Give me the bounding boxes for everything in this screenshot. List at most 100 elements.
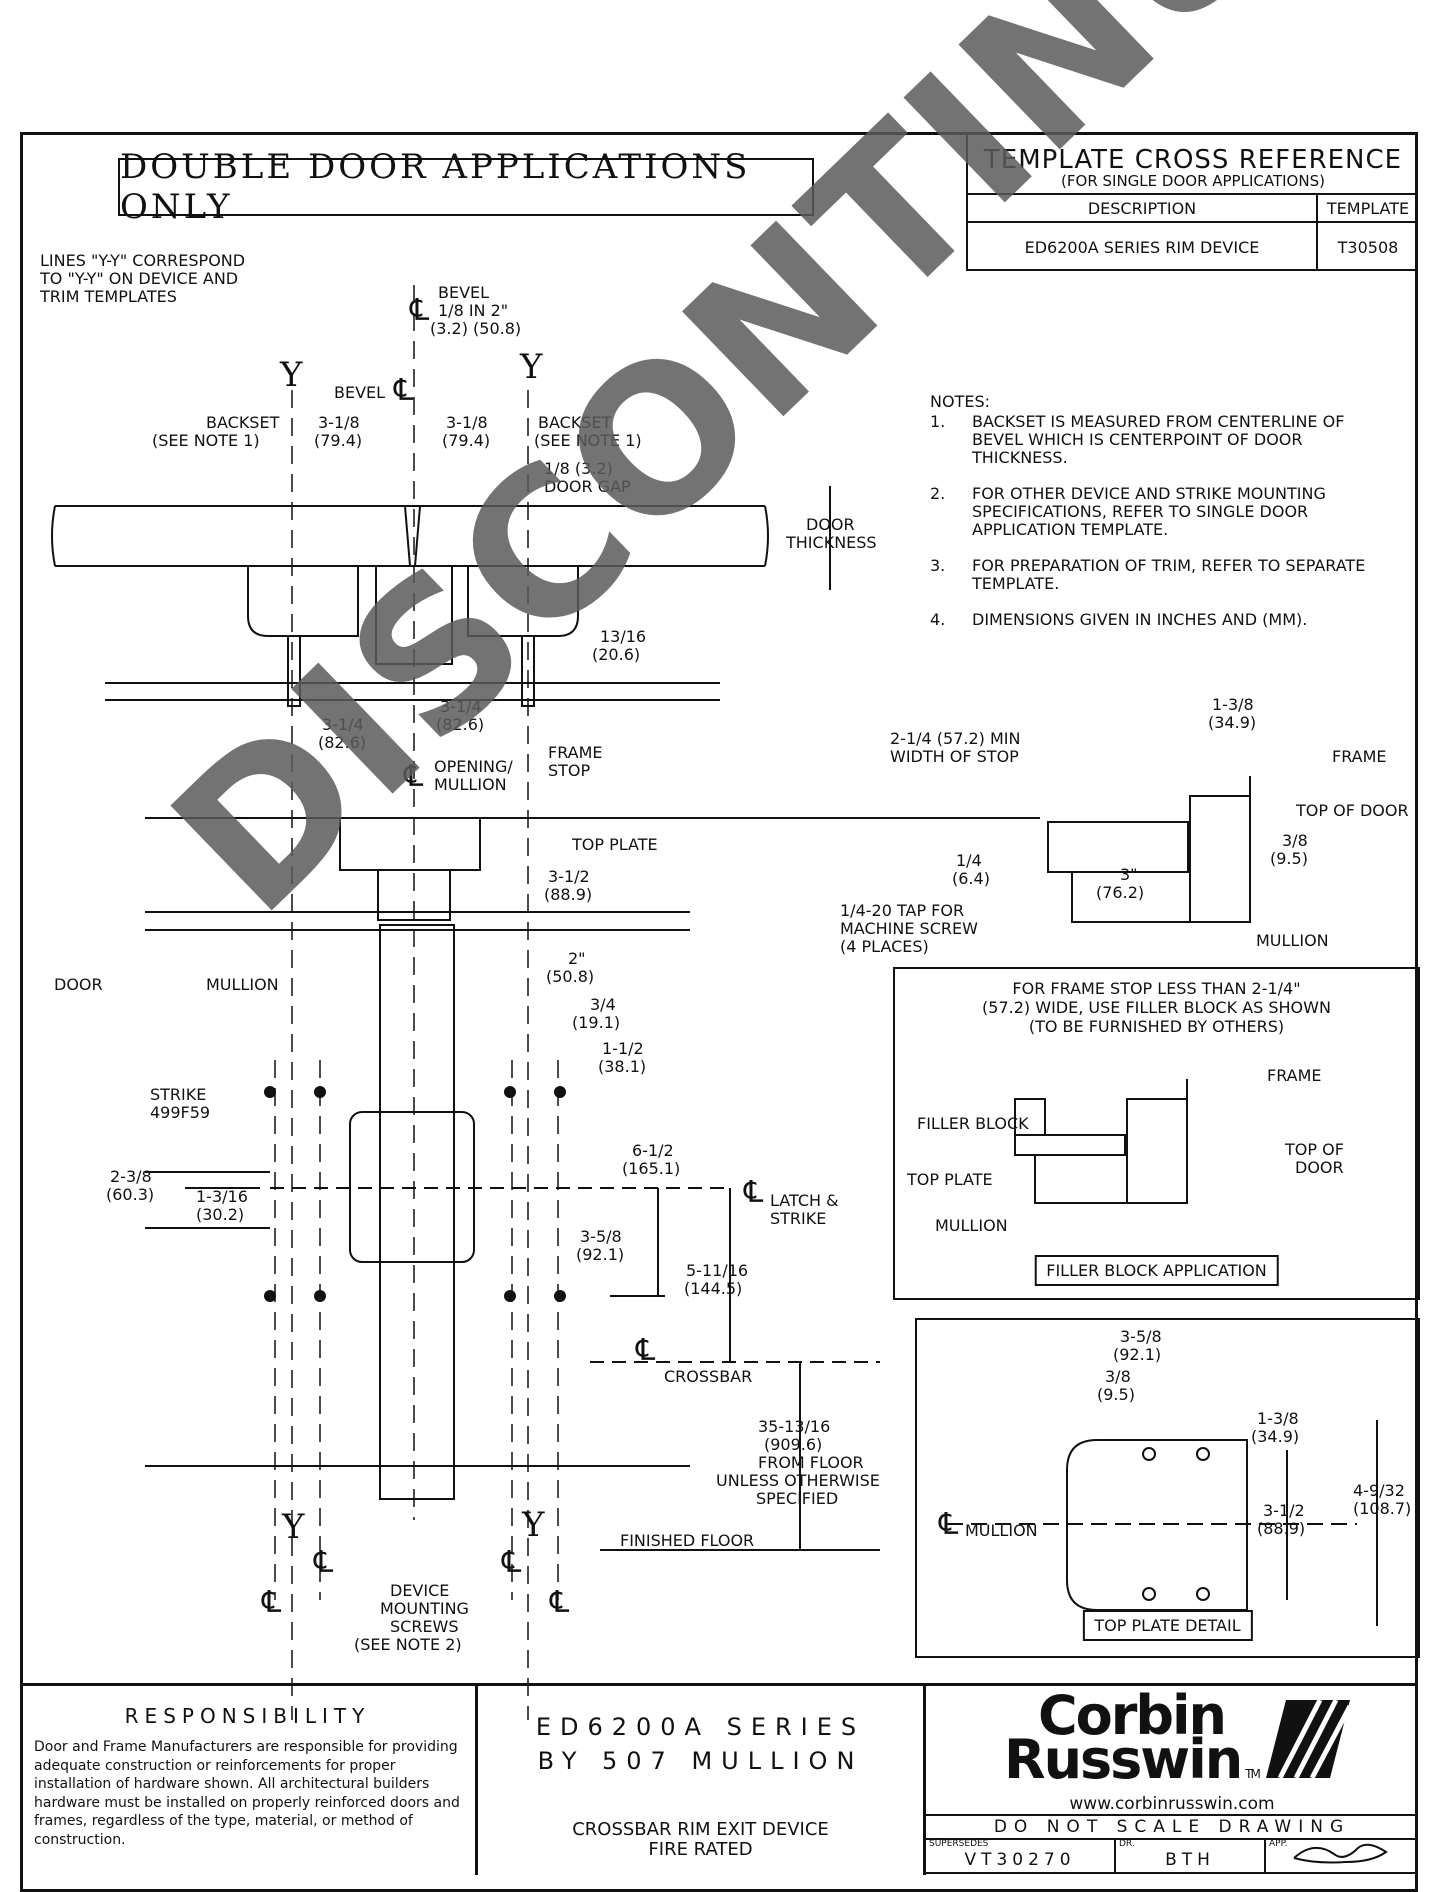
- top-plate-label: TOP PLATE: [571, 835, 658, 854]
- backset-right-label: BACKSET(SEE NOTE 1): [534, 413, 642, 450]
- xref-title: TEMPLATE CROSS REFERENCE: [983, 145, 1403, 175]
- dim-3-1-4-left: 3-1/4(82.6): [318, 715, 366, 752]
- website-url: www.corbinrusswin.com: [1069, 1794, 1275, 1814]
- dim-1-3-16: 1-3/16(30.2): [196, 1187, 248, 1224]
- xref-col-description: DESCRIPTION: [968, 193, 1317, 222]
- filler-caption: FILLER BLOCK APPLICATION: [1034, 1255, 1279, 1286]
- responsibility-section: RESPONSIBILITY Door and Frame Manufactur…: [20, 1686, 478, 1875]
- notes-heading: NOTES:: [930, 392, 990, 411]
- logo-stripes-icon: [1266, 1700, 1350, 1778]
- opening-mullion-label: OPENING/MULLION: [434, 757, 513, 794]
- xref-row-description: ED6200A SERIES RIM DEVICE: [968, 221, 1317, 271]
- tp-dim-4-9-32: 4-9/32(108.7): [1353, 1481, 1411, 1518]
- filler-title: FOR FRAME STOP LESS THAN 2-1/4"(57.2) WI…: [982, 979, 1331, 1036]
- dim-6-1-2: 6-1/2(165.1): [622, 1141, 680, 1178]
- top-plate-detail-panel: 3-5/8(92.1) 3/8(9.5) 1-3/8(34.9) 3-1/2(8…: [915, 1318, 1420, 1658]
- responsibility-title: RESPONSIBILITY: [124, 1704, 371, 1728]
- dim-13-16: 13/16(20.6): [592, 627, 646, 664]
- tp-dim-3-5-8: 3-5/8(92.1): [1113, 1327, 1162, 1364]
- top-of-door-label: TOP OF DOOR: [1295, 801, 1409, 820]
- series-section: ED6200A SERIES BY 507 MULLION CROSSBAR R…: [478, 1686, 926, 1875]
- bevel-label: BEVEL: [334, 383, 385, 402]
- drawn-by-cell: DR.BTH: [1116, 1838, 1266, 1872]
- xref-col-template: TEMPLATE: [1316, 193, 1418, 222]
- tp-dim-3-1-2: 3-1/2(88.9): [1257, 1501, 1305, 1538]
- top-plate-caption: TOP PLATE DETAIL: [1082, 1610, 1253, 1641]
- tp-centerline-symbol: ℄: [938, 1507, 959, 1542]
- dim-1-4: 1/4(6.4): [952, 851, 990, 888]
- y-label-left-bottom: Y: [281, 1507, 305, 1547]
- note-item-2: 2.FOR OTHER DEVICE AND STRIKE MOUNTING S…: [930, 484, 1326, 539]
- filler-top-plate-label: TOP PLATE: [906, 1170, 993, 1189]
- tp-mullion-label: MULLION: [965, 1521, 1038, 1540]
- dim-3-1-4-right: 3-1/4(82.6): [436, 697, 484, 734]
- dim-3-5-8: 3-5/8(92.1): [576, 1227, 624, 1264]
- approval-signature-icon: [1293, 1843, 1388, 1864]
- xref-row-template: T30508: [1316, 221, 1418, 271]
- series-line-2: BY 507 MULLION: [537, 1747, 864, 1775]
- tp-dim-3-8: 3/8(9.5): [1097, 1367, 1135, 1404]
- frame-label: FRAME: [1332, 747, 1387, 766]
- filler-frame-label: FRAME: [1267, 1066, 1322, 1085]
- finished-floor-label: FINISHED FLOOR: [620, 1531, 754, 1550]
- y-label-left-top: Y: [279, 355, 303, 395]
- xref-subtitle: (FOR SINGLE DOOR APPLICATIONS): [1061, 172, 1325, 190]
- responsibility-body: Door and Frame Manufacturers are respons…: [34, 1739, 460, 1848]
- centerline-symbol-bevel: ℄: [409, 293, 430, 328]
- template-cross-reference: TEMPLATE CROSS REFERENCE (FOR SINGLE DOO…: [966, 133, 1418, 271]
- filler-block-label: FILLER BLOCK: [917, 1114, 1029, 1133]
- approved-cell: APP.: [1266, 1838, 1418, 1872]
- centerline-symbol-screw-2: ℄: [501, 1545, 522, 1580]
- series-line-4: FIRE RATED: [648, 1839, 753, 1860]
- centerline-symbol-crossbar: ℄: [635, 1333, 656, 1368]
- mullion-side-label: MULLION: [1256, 931, 1329, 950]
- centerline-symbol-latch: ℄: [743, 1175, 764, 1210]
- y-label-right-bottom: Y: [521, 1505, 545, 1545]
- centerline-symbol-screw-4: ℄: [549, 1585, 570, 1620]
- note-item-1: 1.BACKSET IS MEASURED FROM CENTERLINE OF…: [930, 412, 1345, 467]
- dim-3: 3"(76.2): [1096, 865, 1144, 902]
- crossbar-label: CROSSBAR: [664, 1367, 752, 1386]
- dim-2: 2"(50.8): [546, 949, 594, 986]
- note-item-4: 4.DIMENSIONS GIVEN IN INCHES AND (MM).: [930, 610, 1308, 629]
- dim-3-8-side: 3/8(9.5): [1270, 831, 1308, 868]
- top-plate-detail-drawing: 3-5/8(92.1) 3/8(9.5) 1-3/8(34.9) 3-1/2(8…: [938, 1327, 1411, 1626]
- mullion-label: MULLION: [206, 975, 279, 994]
- dim-3-1-2: 3-1/2(88.9): [544, 867, 592, 904]
- dim-2-3-8: 2-3/8(60.3): [106, 1167, 154, 1204]
- backset-left-label: BACKSET(SEE NOTE 1): [152, 413, 280, 450]
- filler-block-panel: FOR FRAME STOP LESS THAN 2-1/4"(57.2) WI…: [893, 967, 1420, 1300]
- notes-block: NOTES: 1.BACKSET IS MEASURED FROM CENTER…: [930, 393, 1400, 647]
- note-item-3: 3.FOR PREPARATION OF TRIM, REFER TO SEPA…: [930, 556, 1366, 593]
- series-line-3: CROSSBAR RIM EXIT DEVICE: [572, 1819, 829, 1840]
- do-not-scale-banner: DO NOT SCALE DRAWING: [926, 1814, 1418, 1840]
- title-block: RESPONSIBILITY Door and Frame Manufactur…: [20, 1683, 1418, 1875]
- centerline-symbol-bevel-2: ℄: [393, 373, 414, 408]
- dim-5-11-16: 5-11/16(144.5): [684, 1261, 748, 1298]
- dim-1-1-2: 1-1/2(38.1): [598, 1039, 646, 1076]
- tp-dim-1-3-8: 1-3/8(34.9): [1251, 1409, 1299, 1446]
- dim-3-4: 3/4(19.1): [572, 995, 620, 1032]
- series-line-1: ED6200A SERIES: [535, 1713, 866, 1741]
- centerline-symbol-screw-3: ℄: [261, 1585, 282, 1620]
- latch-strike-label: LATCH &STRIKE: [770, 1191, 839, 1228]
- y-label-right-top: Y: [519, 347, 543, 387]
- centerline-symbol-opening: ℄: [403, 759, 424, 794]
- filler-mullion-label: MULLION: [935, 1216, 1008, 1235]
